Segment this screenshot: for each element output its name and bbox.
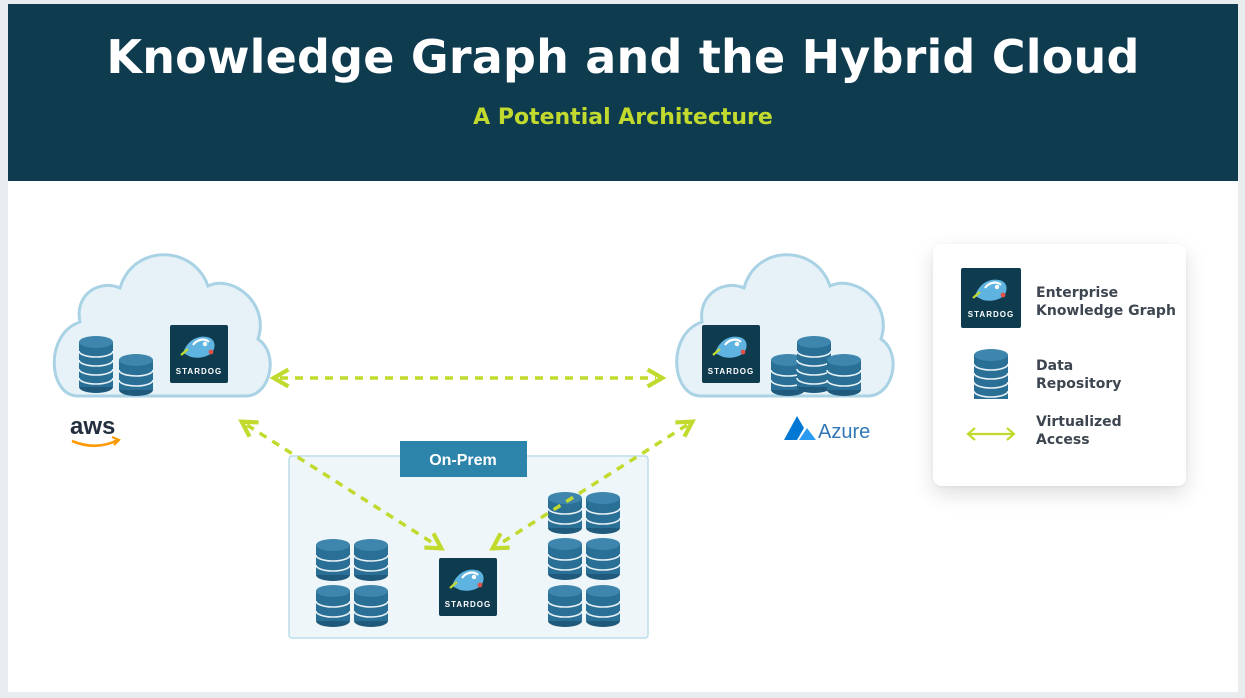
database-icon <box>826 353 862 397</box>
svg-text:STARDOG: STARDOG <box>176 367 222 376</box>
legend-label-line2: Knowledge Graph <box>1036 303 1176 319</box>
onprem-tab: On-Prem <box>400 441 527 477</box>
database-icon <box>547 537 583 581</box>
legend-label-line1: Data <box>1036 358 1074 374</box>
database-icon <box>78 335 114 394</box>
stardog-logo-icon: STARDOG <box>170 325 228 383</box>
stardog-logo-icon: STARDOG <box>702 325 760 383</box>
legend-label-line1: Enterprise <box>1036 285 1119 301</box>
stardog-logo-icon: STARDOG <box>961 268 1021 328</box>
database-icon <box>353 538 389 582</box>
aws-onprem-arrow <box>238 419 445 551</box>
legend-label-line2: Repository <box>1036 376 1122 392</box>
database-icon <box>353 584 389 628</box>
database-icon <box>585 491 621 535</box>
svg-text:STARDOG: STARDOG <box>968 310 1014 319</box>
page-subtitle: A Potential Architecture <box>473 105 773 130</box>
slide: Knowledge Graph and the Hybrid Cloud A P… <box>8 4 1238 692</box>
azure-logo-icon <box>784 416 816 440</box>
database-icon <box>585 584 621 628</box>
database-icon <box>547 584 583 628</box>
page-title: Knowledge Graph and the Hybrid Cloud <box>106 30 1140 84</box>
azure-onprem-arrow <box>489 419 696 551</box>
header-banner: Knowledge Graph and the Hybrid Cloud A P… <box>8 4 1238 181</box>
aws-smile-icon <box>71 438 119 448</box>
azure-cloud: STARDOG <box>675 253 895 398</box>
aws-logo-text: aws <box>70 413 115 440</box>
svg-text:STARDOG: STARDOG <box>708 367 754 376</box>
database-icon <box>585 537 621 581</box>
database-icon <box>315 584 351 628</box>
azure-logo-text: Azure <box>818 421 870 443</box>
svg-text:On-Prem: On-Prem <box>429 452 497 469</box>
database-icon <box>547 491 583 535</box>
database-icon <box>315 538 351 582</box>
database-icon <box>118 353 154 397</box>
database-icon <box>973 349 1009 399</box>
database-icon <box>796 335 832 394</box>
legend-panel: STARDOG Enterprise Knowledge Graph Data … <box>933 244 1186 486</box>
legend-label-line1: Virtualized <box>1036 414 1122 430</box>
stardog-logo-icon: STARDOG <box>439 558 497 616</box>
architecture-diagram: STARDOG aws STARDOG Azure On-Prem <box>52 253 895 639</box>
double-arrow-icon <box>966 427 1016 441</box>
svg-text:STARDOG: STARDOG <box>445 600 491 609</box>
virtualized-access-arrows <box>238 367 696 551</box>
legend-label-line2: Access <box>1036 432 1090 448</box>
aws-cloud: STARDOG <box>52 253 272 398</box>
